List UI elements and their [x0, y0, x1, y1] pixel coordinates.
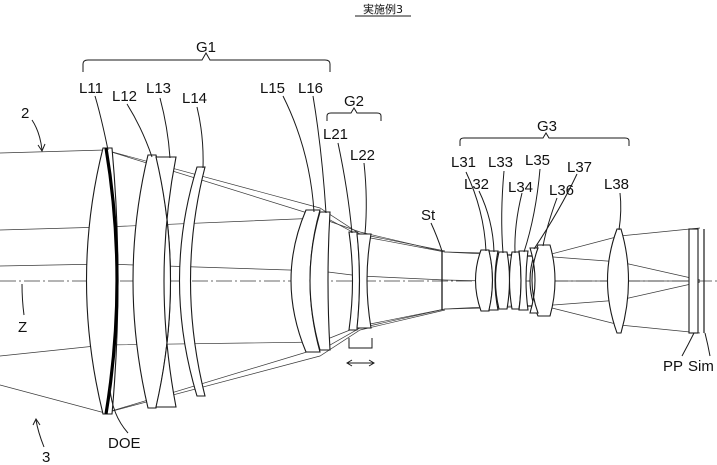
leader-l37 [533, 173, 578, 250]
arrow-3-leader [35, 419, 45, 448]
g2-arrow-head-right [368, 359, 375, 367]
lens-l11-shape [86, 147, 119, 415]
label-l32: L32 [464, 176, 489, 193]
leader-z [21, 283, 25, 316]
leader-pp [681, 332, 695, 357]
label-l16: L16 [298, 80, 323, 97]
lens-l31-shape [474, 249, 494, 312]
ray-lower [0, 281, 701, 414]
leader-l16 [312, 95, 327, 214]
label-ray-2: 2 [21, 105, 29, 122]
ray-chief [0, 263, 700, 282]
g3-bracket [459, 132, 630, 146]
label-g1: G1 [196, 39, 216, 56]
label-ray-3: 3 [42, 449, 50, 465]
ray-cross-b [104, 309, 446, 414]
label-axis-z: Z [18, 319, 27, 336]
label-l36: L36 [549, 182, 574, 199]
leader-l31 [465, 171, 487, 252]
leader-lines [21, 95, 711, 434]
leader-l15 [282, 95, 315, 213]
lens-l13-shape [155, 156, 177, 408]
labels: G1 G2 G3 L11 L12 L13 L14 L15 L16 L21 L22… [18, 39, 714, 465]
arrow-2-leader [31, 119, 43, 151]
lens-l34-shape [508, 251, 522, 310]
prism-pp [688, 228, 699, 334]
doe-surface [104, 147, 119, 415]
arrow-2-head [37, 143, 46, 153]
label-sim: Sim [688, 358, 714, 375]
leader-l21 [337, 142, 353, 234]
leader-l35 [523, 168, 541, 253]
label-l15: L15 [260, 80, 285, 97]
label-l37: L37 [567, 159, 592, 176]
ray-upper-2 [0, 217, 701, 258]
label-l12: L12 [112, 88, 137, 105]
ray-cross-a [104, 149, 446, 252]
label-l22: L22 [350, 147, 375, 164]
leader-l32 [478, 190, 495, 253]
leader-doe [109, 387, 129, 434]
label-l11: L11 [79, 80, 103, 97]
lens-l35-shape [518, 250, 529, 311]
group-brackets [82, 51, 630, 146]
lens-l22-shape [356, 233, 372, 329]
lens-l16-shape [309, 211, 331, 351]
label-l35: L35 [525, 152, 550, 169]
leader-sim [704, 332, 711, 357]
lens-l37-shape [529, 247, 539, 314]
lens-l38-shape [607, 228, 629, 334]
g2-bracket [326, 107, 382, 121]
label-l38: L38 [604, 176, 629, 193]
ray-bundle [0, 149, 701, 414]
group-g1-lenses [86, 147, 331, 415]
leader-l14 [196, 106, 204, 169]
leader-l34 [514, 192, 523, 254]
leader-l22 [363, 162, 367, 235]
label-l31: L31 [451, 154, 476, 171]
leader-l33 [501, 170, 505, 254]
g2-arrow-head-left [346, 359, 353, 367]
lens-l14-shape [178, 166, 206, 397]
label-l34: L34 [508, 179, 533, 196]
label-l13: L13 [146, 80, 171, 97]
figure-title: 実施例3 [363, 2, 403, 16]
lens-l33-shape [494, 251, 511, 310]
group-g2-lenses [346, 231, 375, 367]
leader-l12 [126, 103, 153, 158]
label-doe: DOE [108, 435, 141, 452]
g1-bracket [82, 51, 331, 72]
label-g3: G3 [537, 118, 557, 135]
label-l33: L33 [488, 154, 513, 171]
label-l21: L21 [323, 126, 348, 143]
group-g3-lenses [474, 228, 629, 334]
leader-l38 [618, 192, 622, 231]
label-pp: PP [663, 358, 683, 375]
leader-l36 [542, 197, 558, 247]
label-l14: L14 [182, 90, 207, 107]
lens-l32-shape [488, 250, 499, 311]
g2-move-bracket [348, 338, 373, 349]
ray-marker-arrows [31, 119, 46, 448]
label-g2: G2 [344, 93, 364, 110]
leader-st [430, 222, 443, 252]
label-stop: St [421, 207, 436, 224]
lens-l36-shape [529, 244, 556, 317]
leader-l13 [159, 97, 171, 159]
arrow-3-head [32, 418, 41, 426]
leader-l11 [94, 95, 109, 151]
